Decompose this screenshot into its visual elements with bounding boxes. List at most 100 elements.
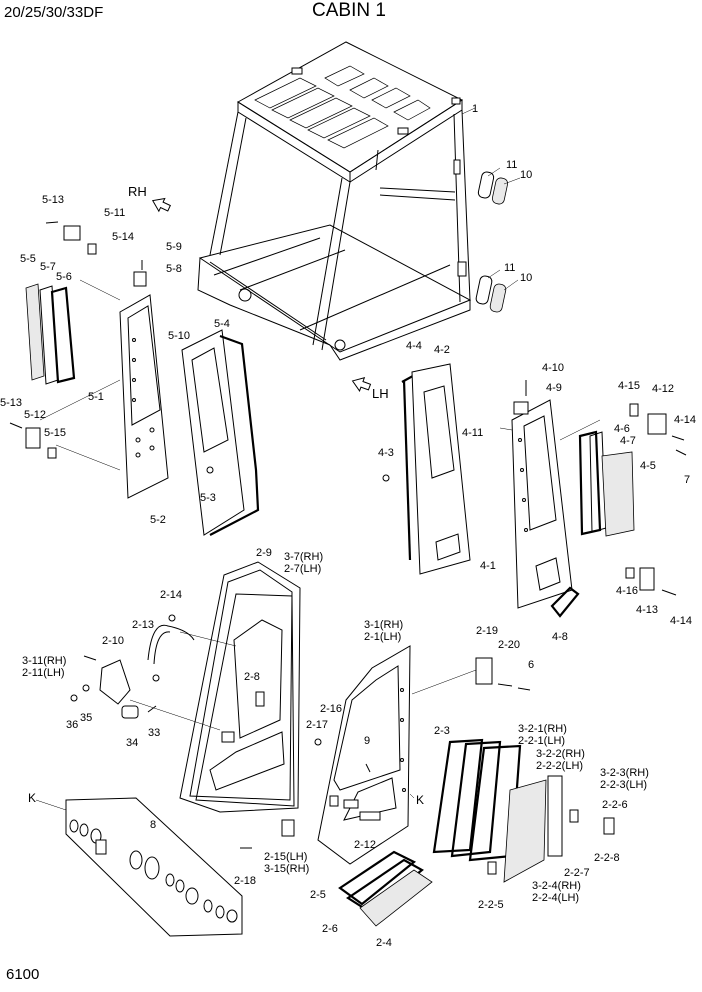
label-5-3: 5-3 <box>200 492 216 504</box>
label-4-4: 4-4 <box>406 340 422 352</box>
label-5-9: 5-9 <box>166 241 182 253</box>
label-2-2-5: 2-2-5 <box>478 899 504 911</box>
rh-rear-window-assembly <box>9 221 260 536</box>
label-2-2-2-lh: 2-2-2(LH) <box>536 760 583 772</box>
label-2-11-lh: 2-11(LH) <box>22 667 65 679</box>
label-5-12: 5-12 <box>24 409 46 421</box>
label-2-18: 2-18 <box>234 875 256 887</box>
label-2-20: 2-20 <box>498 639 520 651</box>
label-5-1: 5-1 <box>88 391 104 403</box>
label-5-2: 5-2 <box>150 514 166 526</box>
page-title: CABIN 1 <box>312 0 386 21</box>
label-5-10: 5-10 <box>168 330 190 342</box>
label-4-6: 4-6 <box>614 423 630 435</box>
label-5-15: 5-15 <box>44 427 66 439</box>
label-2-1-lh: 2-1(LH) <box>364 631 401 643</box>
label-rh: RH <box>128 184 147 199</box>
door-frame-2-7 <box>179 561 301 813</box>
label-10: 10 <box>520 272 532 284</box>
lh-rear-window-assembly <box>382 363 687 618</box>
label-7: 7 <box>684 474 690 486</box>
label-9: 9 <box>364 735 370 747</box>
label-11: 11 <box>504 262 515 274</box>
label-2-6: 2-6 <box>322 923 338 935</box>
label-3-2-4-rh: 3-2-4(RH) <box>532 880 581 892</box>
label-10: 10 <box>520 169 532 181</box>
label-3-7-rh: 3-7(RH) <box>284 551 323 563</box>
label-8: 8 <box>150 819 156 831</box>
label-4-8: 4-8 <box>552 631 568 643</box>
label-34: 34 <box>126 737 138 749</box>
main-door-2-1 <box>240 645 531 865</box>
label-4-11: 4-11 <box>462 427 483 439</box>
label-3-11-rh: 3-11(RH) <box>22 655 66 667</box>
label-5-6: 5-6 <box>56 271 72 283</box>
cabin-frame <box>197 41 476 361</box>
label-2-2-8: 2-2-8 <box>594 852 620 864</box>
lh-direction-arrow <box>351 377 372 392</box>
label-2-13: 2-13 <box>132 619 154 631</box>
label-2-2-7: 2-2-7 <box>564 867 590 879</box>
label-3-1-rh: 3-1(RH) <box>364 619 403 631</box>
rh-direction-arrow <box>151 197 171 213</box>
label-2-14: 2-14 <box>160 589 182 601</box>
label-2-15-lh: 2-15(LH) <box>264 851 307 863</box>
label-2-7-lh: 2-7(LH) <box>284 563 321 575</box>
label-5-13: 5-13 <box>42 194 64 206</box>
model-code: 20/25/30/33DF <box>4 4 104 21</box>
label-2-2-3-lh: 2-2-3(LH) <box>600 779 647 791</box>
label-lh: LH <box>372 386 389 401</box>
label-4-12: 4-12 <box>652 383 674 395</box>
label-4-1: 4-1 <box>480 560 496 572</box>
page-number: 6100 <box>6 966 40 983</box>
label-2-8: 2-8 <box>244 671 260 683</box>
label-2-17: 2-17 <box>306 719 328 731</box>
label-11: 11 <box>506 159 517 171</box>
label-5-14: 5-14 <box>112 231 134 243</box>
part-labels: 1 11 10 11 10 RH LH 5-13 5-11 5-14 5-9 5… <box>0 103 696 949</box>
vent-lower <box>475 269 519 313</box>
label-4-3: 4-3 <box>378 447 394 459</box>
label-3-2-3-rh: 3-2-3(RH) <box>600 767 649 779</box>
label-2-3: 2-3 <box>434 725 450 737</box>
label-2-12: 2-12 <box>354 839 376 851</box>
label-2-10: 2-10 <box>102 635 124 647</box>
label-4-2: 4-2 <box>434 344 450 356</box>
label-3-2-1-rh: 3-2-1(RH) <box>518 723 567 735</box>
label-5-8: 5-8 <box>166 263 182 275</box>
label-4-7: 4-7 <box>620 435 636 447</box>
label-1: 1 <box>472 103 478 115</box>
label-2-9: 2-9 <box>256 547 272 559</box>
lock-detail-k <box>35 797 243 937</box>
label-4-14: 4-14 <box>670 615 692 627</box>
label-4-14: 4-14 <box>674 414 696 426</box>
label-2-2-6: 2-2-6 <box>602 799 628 811</box>
label-2-4: 2-4 <box>376 937 392 949</box>
label-k: K <box>416 793 424 807</box>
label-4-15: 4-15 <box>618 380 640 392</box>
vent-upper <box>477 167 521 205</box>
label-5-11: 5-11 <box>104 207 125 219</box>
label-2-19: 2-19 <box>476 625 498 637</box>
label-4-16: 4-16 <box>616 585 638 597</box>
label-2-2-1-lh: 2-2-1(LH) <box>518 735 565 747</box>
label-k: K <box>28 791 36 805</box>
handle-assembly-2-10 <box>70 614 237 731</box>
label-33: 33 <box>148 727 160 739</box>
label-35: 35 <box>80 712 92 724</box>
label-5-5: 5-5 <box>20 253 36 265</box>
label-4-10: 4-10 <box>542 362 564 374</box>
label-3-2-2-rh: 3-2-2(RH) <box>536 748 585 760</box>
label-4-9: 4-9 <box>546 382 562 394</box>
label-2-16: 2-16 <box>320 703 342 715</box>
label-5-7: 5-7 <box>40 261 56 273</box>
label-6: 6 <box>528 659 534 671</box>
label-5-4: 5-4 <box>214 318 230 330</box>
label-2-5: 2-5 <box>310 889 326 901</box>
label-4-5: 4-5 <box>640 460 656 472</box>
label-4-13: 4-13 <box>636 604 658 616</box>
label-5-13: 5-13 <box>0 397 22 409</box>
lower-windows-2-4 <box>338 850 433 927</box>
label-2-2-4-lh: 2-2-4(LH) <box>532 892 579 904</box>
